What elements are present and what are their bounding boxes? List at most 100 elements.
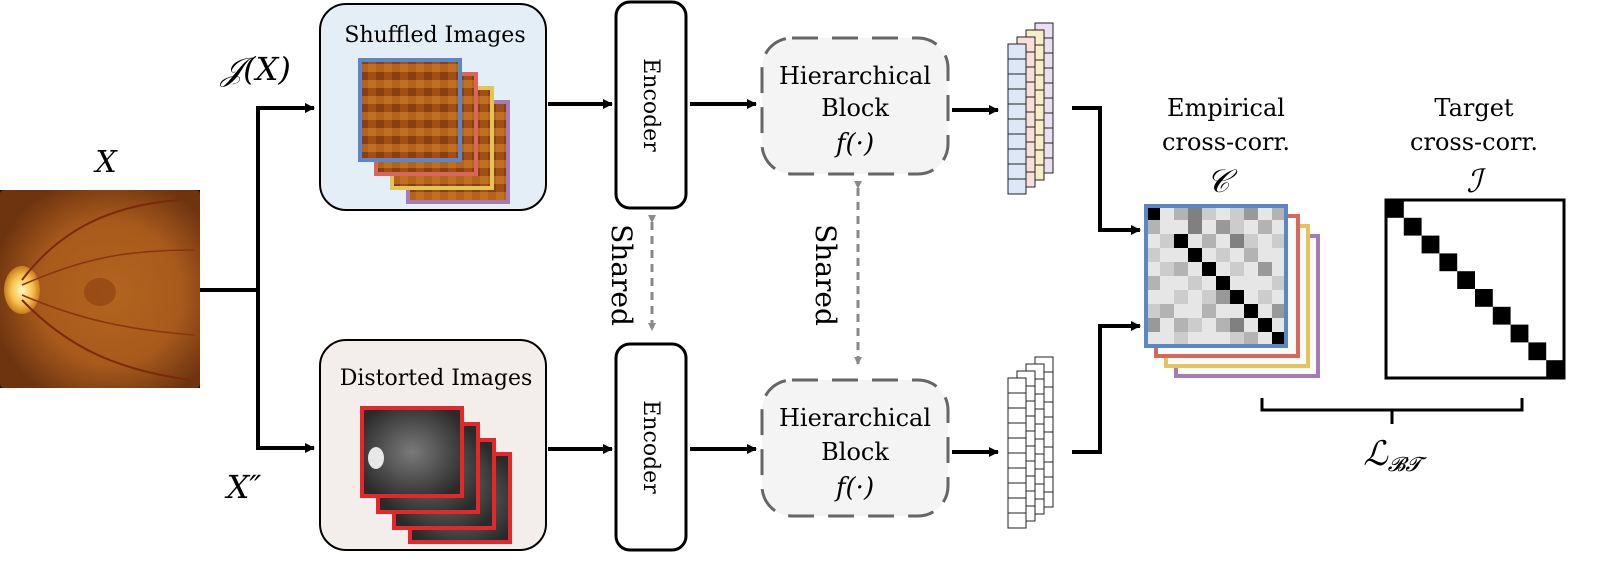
- matrix-cell: [1146, 304, 1160, 318]
- matrix-cell: [1258, 304, 1272, 318]
- matrix-cell: [1230, 318, 1244, 332]
- matrix-cell: [1202, 220, 1216, 234]
- target-diagonal-cell: [1510, 324, 1529, 343]
- embedding-cell: [1007, 73, 1027, 90]
- matrix-cell: [1272, 332, 1286, 346]
- hier-block-top-line1: Hierarchical: [779, 62, 931, 90]
- distorted-image-stack: [360, 406, 512, 544]
- matrix-cell: [1146, 290, 1160, 304]
- matrix-cell: [1258, 276, 1272, 290]
- loss-label: ℒ𝓑𝓣: [1363, 434, 1427, 476]
- matrix-cell: [1146, 332, 1160, 346]
- matrix-cell: [1202, 234, 1216, 248]
- hier-block-top-func: f(·): [834, 129, 874, 159]
- target-diagonal-cell: [1421, 235, 1440, 254]
- matrix-cell: [1216, 248, 1230, 262]
- embedding-cell: [1007, 118, 1027, 135]
- embedding-cell: [1007, 178, 1027, 195]
- encoder-bottom-label: Encoder: [638, 400, 663, 494]
- matrix-cell: [1188, 332, 1202, 346]
- embedding-cell: [1007, 392, 1027, 409]
- loss-brace: [1260, 398, 1524, 424]
- arrow-embed-bottom-to-matrix: [1072, 321, 1141, 454]
- matrix-cell: [1188, 248, 1202, 262]
- matrix-cell: [1160, 290, 1174, 304]
- matrix-cell: [1174, 276, 1188, 290]
- shuffled-panel-title: Shuffled Images: [344, 23, 525, 48]
- embedding-cell: [1007, 422, 1027, 439]
- matrix-cell: [1258, 318, 1272, 332]
- matrix-cell: [1272, 318, 1286, 332]
- matrix-cell: [1258, 262, 1272, 276]
- matrix-cell: [1202, 332, 1216, 346]
- branch-connector-bottom: [256, 290, 315, 453]
- arrow-embed-top-to-matrix: [1072, 106, 1141, 235]
- hier-block-bottom-line2: Block: [821, 438, 889, 466]
- embedding-cell: [1007, 512, 1027, 529]
- input-label: X: [93, 145, 118, 180]
- target-diagonal-cell: [1475, 289, 1493, 307]
- target-title-2: cross-corr.: [1410, 128, 1538, 156]
- embedding-cell: [1007, 467, 1027, 484]
- target-diagonal-cell: [1403, 217, 1422, 236]
- target-symbol: ℐ: [1466, 162, 1486, 200]
- empirical-matrix: [1144, 204, 1288, 348]
- matrix-cell: [1146, 206, 1160, 220]
- matrix-cell: [1244, 318, 1258, 332]
- matrix-cell: [1216, 290, 1230, 304]
- matrix-cell: [1146, 262, 1160, 276]
- fundus-image: [0, 190, 200, 388]
- matrix-cell: [1244, 234, 1258, 248]
- matrix-cell: [1202, 262, 1216, 276]
- matrix-cell: [1160, 262, 1174, 276]
- matrix-cell: [1216, 304, 1230, 318]
- target-matrix: [1384, 198, 1566, 380]
- matrix-cell: [1258, 248, 1272, 262]
- matrix-cell: [1188, 290, 1202, 304]
- target-diagonal-cell: [1546, 360, 1564, 378]
- matrix-cell: [1188, 276, 1202, 290]
- branch-connector: [200, 103, 315, 292]
- hier-block-bottom: [760, 378, 950, 518]
- embedding-cell: [1007, 407, 1027, 424]
- distorted-panel-title: Distorted Images: [340, 366, 533, 391]
- matrix-cell: [1230, 262, 1244, 276]
- hier-block-bottom-func: f(·): [834, 473, 874, 503]
- matrix-cell: [1244, 332, 1258, 346]
- matrix-cell: [1160, 276, 1174, 290]
- matrix-cell: [1244, 276, 1258, 290]
- matrix-cell: [1146, 276, 1160, 290]
- matrix-cell: [1174, 332, 1188, 346]
- matrix-cell: [1188, 206, 1202, 220]
- matrix-cell: [1216, 276, 1230, 290]
- bottom-branch-label: X″: [224, 468, 262, 506]
- matrix-cell: [1202, 318, 1216, 332]
- embedding-stack-top: [1007, 22, 1054, 195]
- matrix-cell: [1258, 332, 1272, 346]
- matrix-cell: [1230, 248, 1244, 262]
- embedding-cell: [1007, 163, 1027, 180]
- matrix-cell: [1160, 332, 1174, 346]
- matrix-cell: [1230, 276, 1244, 290]
- shuffled-image-stack: [358, 58, 510, 204]
- embedding-stack-bottom: [1007, 356, 1054, 529]
- matrix-cell: [1230, 304, 1244, 318]
- matrix-cell: [1244, 220, 1258, 234]
- matrix-cell: [1174, 206, 1188, 220]
- matrix-cell: [1216, 262, 1230, 276]
- matrix-cell: [1146, 234, 1160, 248]
- top-branch-label: 𝒥(X): [219, 50, 291, 88]
- matrix-cell: [1202, 248, 1216, 262]
- matrix-cell: [1258, 234, 1272, 248]
- embedding-cell: [1007, 148, 1027, 165]
- target-diagonal-cell: [1528, 342, 1547, 361]
- matrix-cell: [1272, 206, 1286, 220]
- embedding-cell: [1007, 103, 1027, 120]
- target-diagonal-cell: [1439, 253, 1458, 272]
- matrix-cell: [1272, 234, 1286, 248]
- embedding-cell: [1007, 497, 1027, 514]
- embedding-cell: [1007, 377, 1027, 394]
- matrix-cell: [1146, 318, 1160, 332]
- matrix-cell: [1188, 220, 1202, 234]
